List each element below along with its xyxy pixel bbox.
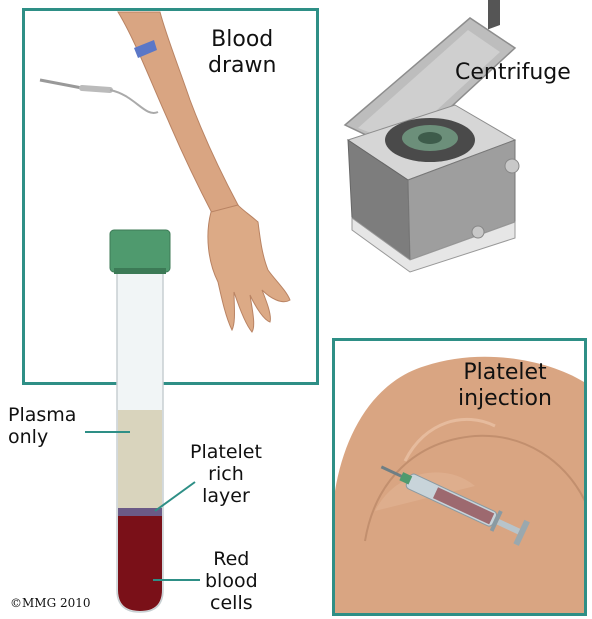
plasma-only-label: Plasma only xyxy=(8,404,76,448)
copyright-text: ©MMG 2010 xyxy=(10,596,91,610)
platelet-injection-label: Platelet injection xyxy=(458,360,552,412)
platelet-rich-layer-label: Platelet rich layer xyxy=(190,441,262,507)
red-blood-cells-label: Red blood cells xyxy=(205,548,258,614)
